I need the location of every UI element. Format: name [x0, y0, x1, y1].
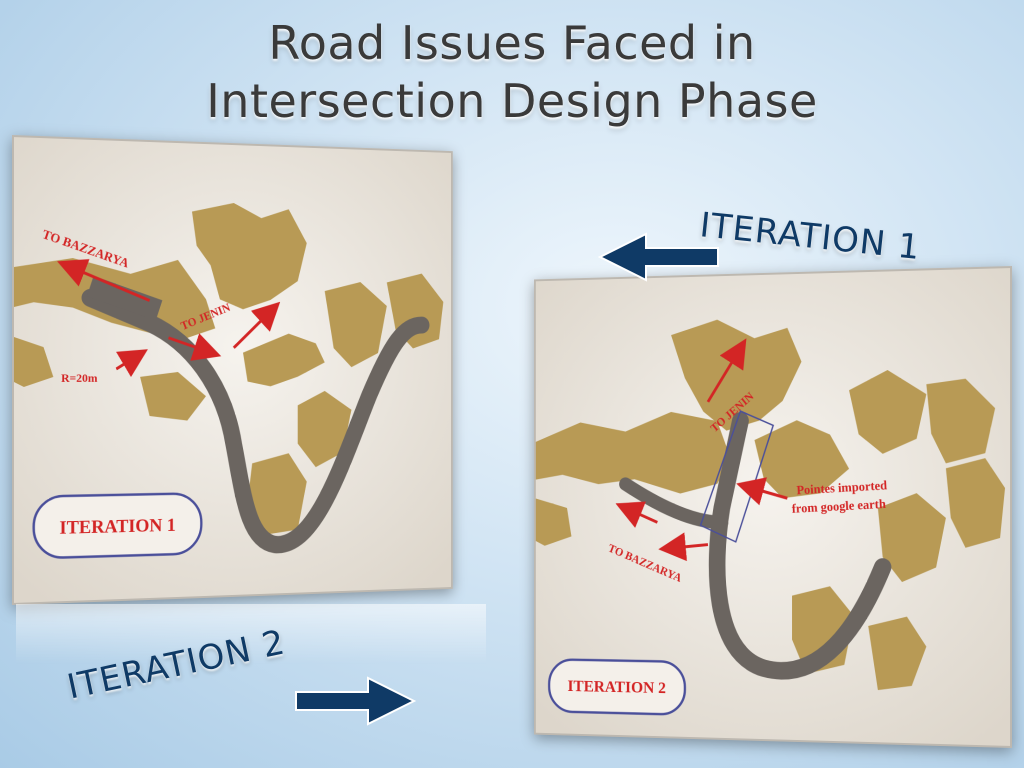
map-drawing-iteration-1: TO BAZZARYA TO JENIN R=20m ITERATION 1 [14, 137, 451, 603]
iteration-1-heading: ITERATION 1 [697, 205, 923, 269]
label-points-line-1: Pointes imported [796, 478, 887, 497]
iteration-2-badge-label: ITERATION 2 [568, 676, 666, 697]
arrow-right-icon [295, 676, 416, 726]
land-parcels [535, 317, 1006, 692]
title-line-2: Intersection Design Phase [206, 74, 818, 128]
map-panel-iteration-1: TO BAZZARYA TO JENIN R=20m ITERATION 1 [12, 135, 453, 605]
iteration-1-badge [34, 493, 202, 558]
label-points-line-2: from google earth [791, 497, 886, 516]
map-panel-iteration-2: TO JENIN TO BAZZARYA Pointes imported fr… [534, 266, 1012, 748]
iteration-1-badge-label: ITERATION 1 [59, 515, 175, 539]
slide-title: Road Issues Faced in Intersection Design… [0, 14, 1024, 130]
map-drawing-iteration-2: TO JENIN TO BAZZARYA Pointes imported fr… [536, 268, 1010, 746]
land-parcels [13, 201, 444, 536]
title-line-1: Road Issues Faced in [268, 16, 756, 70]
arrow-left-icon [598, 232, 719, 282]
label-radius: R=20m [61, 371, 97, 385]
map-background [13, 137, 452, 603]
iteration-2-badge [549, 659, 685, 714]
panel-reflection [16, 604, 486, 664]
